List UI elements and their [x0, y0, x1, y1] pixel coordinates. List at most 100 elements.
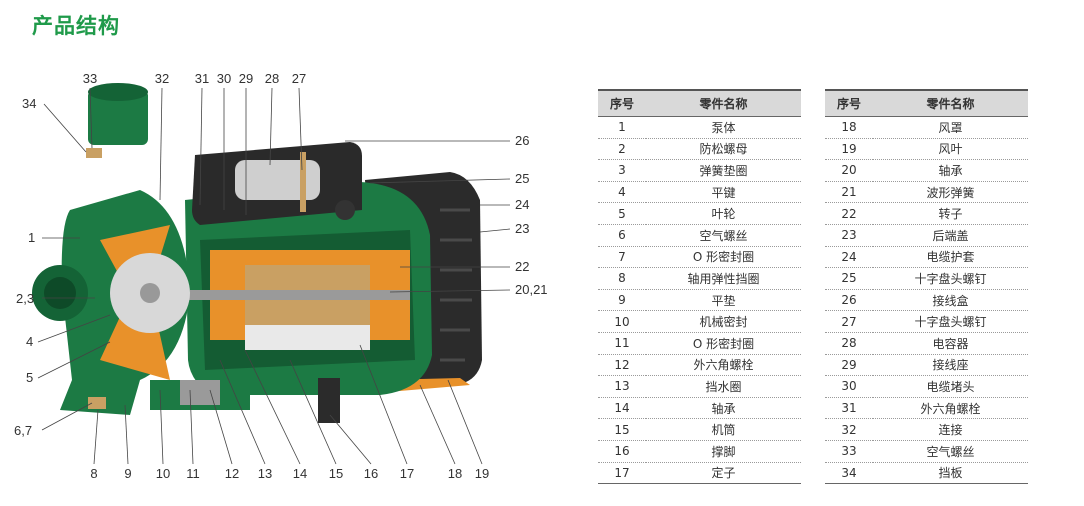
part-name: 平键 — [646, 181, 801, 204]
part-name: 电缆护套 — [873, 246, 1028, 269]
part-name: 平垫 — [646, 289, 801, 312]
part-name: 连接 — [873, 418, 1028, 441]
part-number: 11 — [598, 332, 646, 355]
part-name: 机筒 — [646, 418, 801, 441]
part-name: O 形密封圈 — [646, 332, 801, 355]
part-name: 电缆堵头 — [873, 375, 1028, 398]
part-number: 20 — [825, 159, 873, 182]
callout-24: 24 — [515, 197, 529, 212]
callout-15: 15 — [329, 466, 343, 481]
part-number: 6 — [598, 224, 646, 247]
part-number: 31 — [825, 397, 873, 420]
callout-13: 13 — [258, 466, 272, 481]
part-number: 19 — [825, 138, 873, 161]
callout-26: 26 — [515, 133, 529, 148]
part-name: 轴承 — [873, 159, 1028, 182]
callout-14: 14 — [293, 466, 307, 481]
callout-32: 32 — [155, 71, 169, 86]
callout-9: 9 — [124, 466, 131, 481]
col-header-no: 序号 — [598, 89, 646, 117]
part-number: 25 — [825, 267, 873, 290]
part-name: 风叶 — [873, 138, 1028, 161]
part-name: 轴承 — [646, 397, 801, 420]
part-number: 12 — [598, 354, 646, 377]
callout-2-3: 2,3 — [16, 291, 34, 306]
part-number: 17 — [598, 462, 646, 485]
part-name: 十字盘头螺钉 — [873, 267, 1028, 290]
callout-28: 28 — [265, 71, 279, 86]
part-number: 30 — [825, 375, 873, 398]
part-name: 电容器 — [873, 332, 1028, 355]
part-name: 波形弹簧 — [873, 181, 1028, 204]
callout-31: 31 — [195, 71, 209, 86]
callouts-left: 34 1 2,3 4 5 6,7 — [14, 96, 111, 438]
table-header: 序号 零件名称 — [825, 89, 1028, 117]
part-name: 挡板 — [873, 462, 1028, 485]
part-name: 叶轮 — [646, 202, 801, 225]
part-name: 转子 — [873, 202, 1028, 225]
callout-25: 25 — [515, 171, 529, 186]
callout-27: 27 — [292, 71, 306, 86]
part-name: 风罩 — [873, 116, 1028, 139]
part-name: 定子 — [646, 462, 801, 485]
callout-22: 22 — [515, 259, 529, 274]
part-name: 接线盒 — [873, 289, 1028, 312]
pump-cutaway-diagram: 33 32 31 30 29 28 27 34 1 2,3 4 5 6,7 26… — [14, 71, 548, 481]
table-header: 序号 零件名称 — [598, 89, 801, 117]
pump-body — [32, 83, 340, 423]
callout-19: 19 — [475, 466, 489, 481]
part-name: 挡水圈 — [646, 375, 801, 398]
col-header-name: 零件名称 — [873, 89, 1028, 117]
part-number: 22 — [825, 202, 873, 225]
part-name: 撑脚 — [646, 440, 801, 463]
part-number: 8 — [598, 267, 646, 290]
callout-17: 17 — [400, 466, 414, 481]
part-name: 外六角螺栓 — [646, 354, 801, 377]
part-name: 接线座 — [873, 354, 1028, 377]
part-number: 16 — [598, 440, 646, 463]
part-number: 26 — [825, 289, 873, 312]
part-number: 21 — [825, 181, 873, 204]
callout-5: 5 — [26, 370, 33, 385]
part-name: 泵体 — [646, 116, 801, 139]
part-number: 33 — [825, 440, 873, 463]
part-number: 5 — [598, 202, 646, 225]
callout-10: 10 — [156, 466, 170, 481]
part-name: 十字盘头螺钉 — [873, 310, 1028, 333]
part-name: 后端盖 — [873, 224, 1028, 247]
part-number: 14 — [598, 397, 646, 420]
part-number: 23 — [825, 224, 873, 247]
part-number: 24 — [825, 246, 873, 269]
part-number: 1 — [598, 116, 646, 139]
part-number: 15 — [598, 418, 646, 441]
callout-30: 30 — [217, 71, 231, 86]
page-title: 产品结构 — [32, 14, 120, 38]
